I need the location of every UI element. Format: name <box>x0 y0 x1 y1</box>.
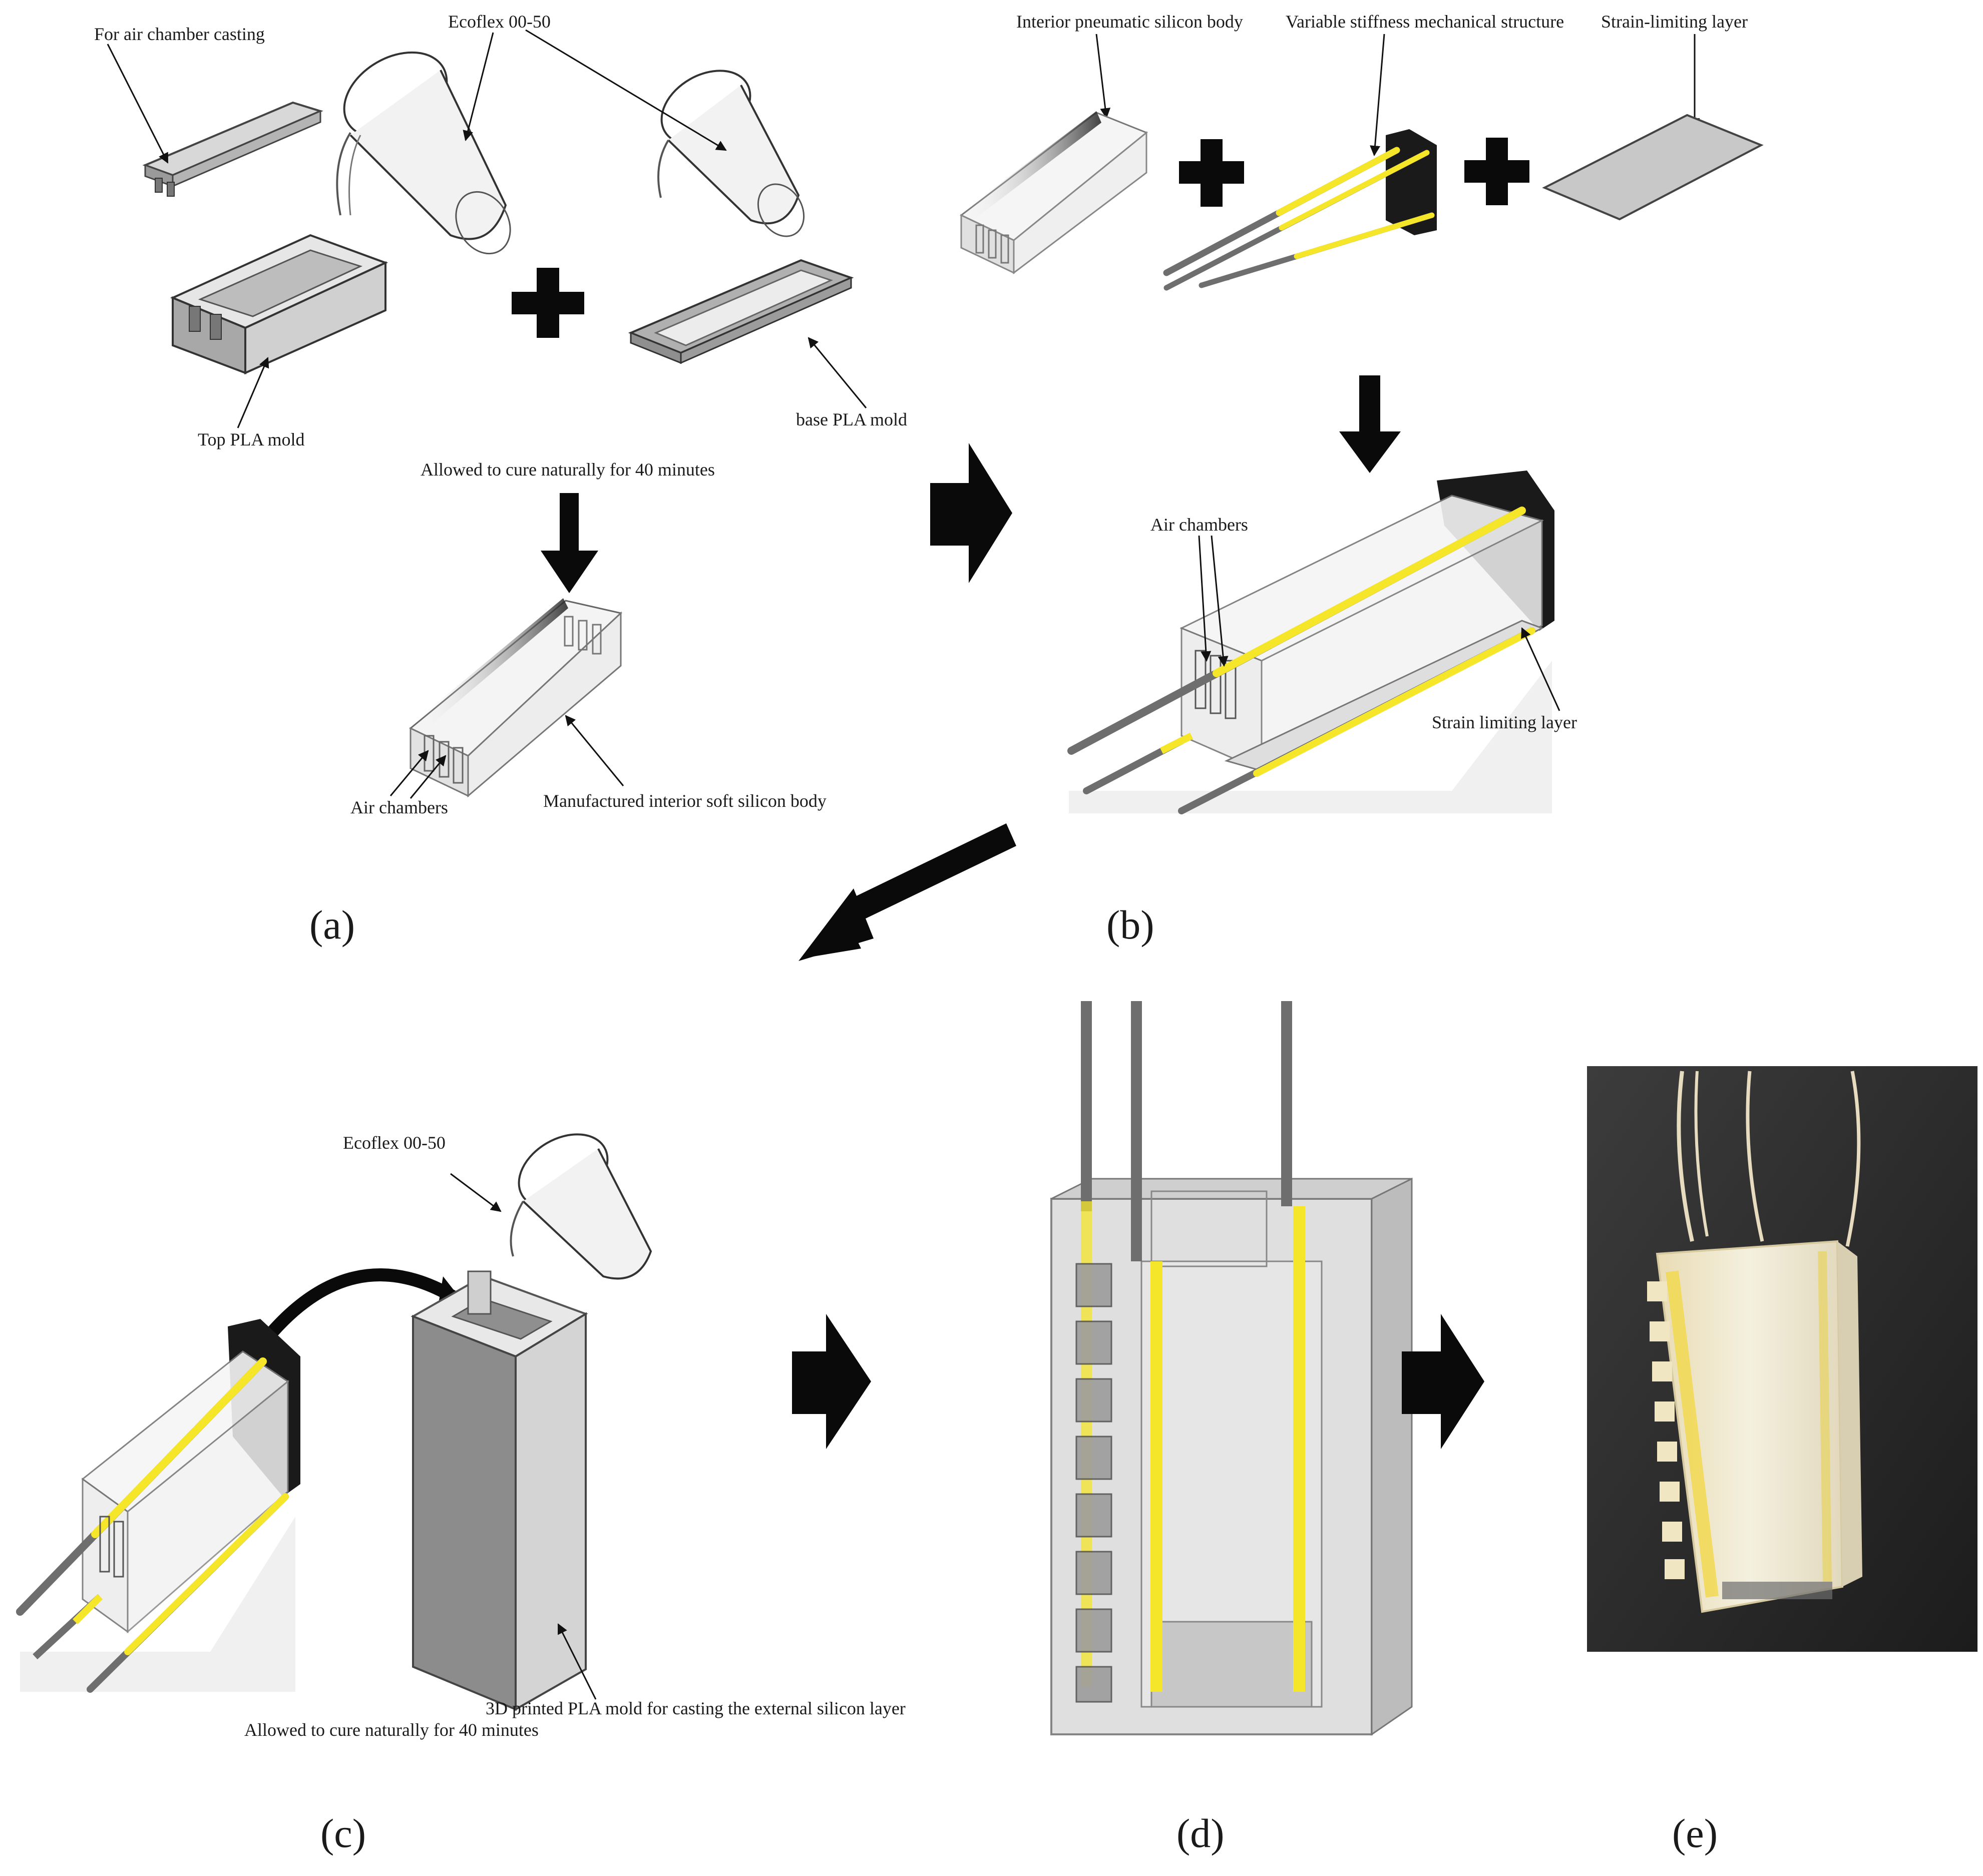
pouring-cup-icon <box>657 70 805 237</box>
label-air-chambers-b: Air chambers <box>1150 515 1248 535</box>
plus-icon <box>1464 138 1529 205</box>
panel-label-b: (b) <box>1106 902 1154 948</box>
top-pla-mold <box>170 234 388 375</box>
label-cure-c: Allowed to cure naturally for 40 minutes <box>244 1720 539 1740</box>
panel-label-d: (d) <box>1176 1810 1225 1856</box>
arrow-strain-limiting <box>1521 627 1560 711</box>
pouring-cup-icon <box>510 1133 652 1280</box>
arrow-air-chamber-casting <box>107 44 169 164</box>
arrow-ecoflex-c <box>450 1173 502 1212</box>
right-arrow-icon <box>792 1314 871 1449</box>
cast-actuator-render <box>1050 1001 1413 1736</box>
panel-e: (e) <box>1587 1066 1977 1856</box>
arrow-ecoflex-1 <box>463 32 494 142</box>
plus-icon <box>512 268 584 338</box>
arrow-pla-mold <box>557 1623 597 1700</box>
label-air-chambers-a: Air chambers <box>350 797 448 817</box>
label-strain-limiting-top: Strain-limiting layer <box>1601 12 1748 32</box>
right-arrow-icon <box>930 443 1012 583</box>
label-ecoflex-a: Ecoflex 00-50 <box>448 12 551 32</box>
label-air-chamber-casting: For air chamber casting <box>94 24 265 44</box>
label-pla-mold-c: 3D printed PLA mold for casting the exte… <box>486 1698 906 1718</box>
arrow-base-mold <box>808 337 867 408</box>
label-variable-stiffness: Variable stiffness mechanical structure <box>1286 12 1564 32</box>
arrow-air-chambers-b2 <box>1211 535 1229 667</box>
panel-a: For air chamber casting Ecoflex 00-50 <box>94 12 907 948</box>
label-interior-body: Manufactured interior soft silicon body <box>543 791 827 811</box>
plus-icon <box>1179 139 1244 207</box>
strain-limiting-sheet <box>1542 114 1764 221</box>
panel-b: Interior pneumatic silicon body Variable… <box>960 12 1764 948</box>
label-pneumatic-body: Interior pneumatic silicon body <box>1016 12 1243 32</box>
arrow-ecoflex-2 <box>525 29 727 151</box>
panel-label-e: (e) <box>1672 1810 1718 1856</box>
arrow-variable-stiffness <box>1370 34 1385 157</box>
panel-d: (d) <box>1050 1001 1413 1856</box>
arrow-air-chambers-a2 <box>410 755 447 799</box>
air-chamber-casting-piece <box>142 101 323 197</box>
actuator-before-casting <box>16 1319 300 1693</box>
pneumatic-silicone-body <box>960 111 1148 275</box>
panel-label-c: (c) <box>320 1810 366 1856</box>
panel-label-a: (a) <box>309 902 355 948</box>
pouring-cup-icon <box>336 51 511 255</box>
external-pla-mold <box>411 1270 588 1711</box>
flip-arrow-icon <box>255 1268 464 1351</box>
variable-stiffness-structure <box>1163 129 1437 291</box>
label-top-mold: Top PLA mold <box>198 429 305 449</box>
down-arrow-icon <box>1339 375 1401 473</box>
panel-c: Ecoflex 00-50 <box>16 1133 906 1856</box>
arrow-top-mold <box>237 357 269 428</box>
arrow-air-chambers-a1 <box>389 750 429 796</box>
diagonal-arrow-icon <box>801 823 1016 959</box>
down-arrow-icon <box>541 493 598 593</box>
label-cure-a: Allowed to cure naturally for 40 minutes <box>421 459 715 480</box>
arrow-air-chambers-b1 <box>1198 535 1212 662</box>
interior-silicone-body <box>409 598 623 798</box>
label-strain-limiting: Strain limiting layer <box>1432 712 1577 732</box>
label-base-mold: base PLA mold <box>796 409 907 429</box>
assembled-actuator <box>1067 471 1554 814</box>
arrow-pneumatic-body <box>1095 34 1111 119</box>
right-arrow-icon <box>1402 1314 1484 1449</box>
diagonal-arrow-head <box>799 888 874 961</box>
label-ecoflex-c: Ecoflex 00-50 <box>343 1133 446 1153</box>
base-pla-mold <box>628 259 854 364</box>
arrow-interior-body <box>565 715 624 786</box>
